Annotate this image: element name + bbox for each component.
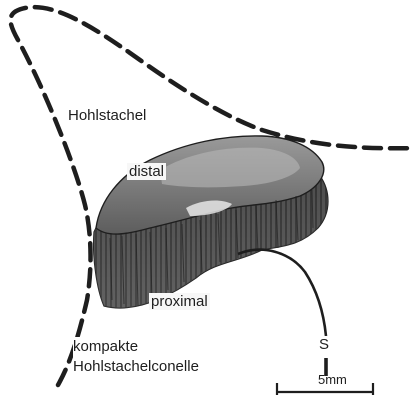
label-distal: distal bbox=[127, 163, 166, 180]
label-hohlstachel: Hohlstachel bbox=[68, 107, 146, 124]
scale-label: 5mm bbox=[318, 373, 347, 388]
label-s-marker: S bbox=[318, 336, 330, 353]
label-kompakte-hohlstachelconelle: kompakte Hohlstachelconelle bbox=[73, 337, 199, 377]
label-proximal: proximal bbox=[149, 293, 210, 310]
stalk-curve bbox=[238, 250, 326, 336]
label-kompakte-line1: kompakte bbox=[73, 337, 199, 357]
label-kompakte-line2: Hohlstachelconelle bbox=[73, 357, 199, 377]
